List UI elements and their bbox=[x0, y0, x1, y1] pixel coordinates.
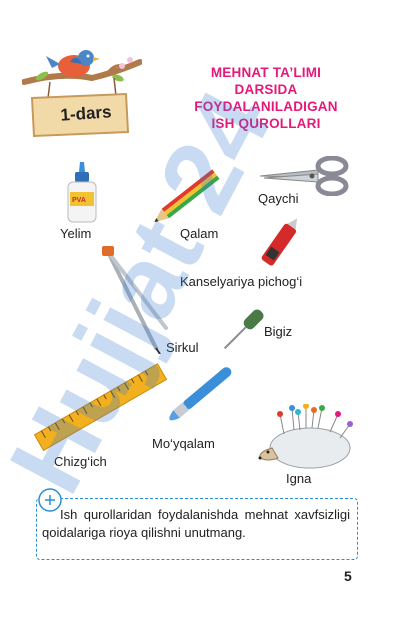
pincushion-hedgehog-icon bbox=[258, 404, 353, 469]
paintbrush-icon bbox=[169, 367, 232, 421]
lesson-badge-illustration bbox=[22, 50, 142, 138]
scissors-icon bbox=[259, 156, 349, 196]
awl-icon bbox=[223, 309, 264, 350]
glue-bottle-icon bbox=[67, 162, 97, 223]
label-qaychi: Qaychi bbox=[258, 191, 299, 206]
title-line-2: DARSIDA bbox=[234, 82, 298, 97]
page-title: MEHNAT TA’LIMI DARSIDA FOYDALANILADIGAN … bbox=[166, 64, 366, 132]
label-igna: Igna bbox=[286, 471, 312, 486]
label-yelim: Yelim bbox=[60, 226, 92, 241]
label-bigiz: Bigiz bbox=[264, 324, 293, 339]
ruler-icon bbox=[33, 363, 168, 452]
safety-note-box bbox=[36, 498, 358, 560]
pva-label: PVA bbox=[72, 197, 86, 204]
title-line-4: ISH QUROLLARI bbox=[211, 116, 321, 131]
safety-note-text: Ish qurollaridan foydalanishda mehnat xa… bbox=[42, 507, 350, 540]
pencil-icon bbox=[154, 169, 220, 223]
label-pichoq: Kanselyariya pichog‘i bbox=[180, 274, 303, 289]
label-moyqalam: Mo‘yqalam bbox=[152, 436, 215, 451]
label-sirkul: Sirkul bbox=[166, 340, 199, 355]
label-qalam: Qalam bbox=[180, 226, 219, 241]
title-line-1: MEHNAT TA’LIMI bbox=[210, 65, 322, 80]
page-number: 5 bbox=[344, 568, 352, 584]
utility-knife-icon bbox=[261, 218, 298, 266]
label-chizgich: Chizg‘ich bbox=[54, 454, 107, 469]
compass-icon bbox=[102, 246, 168, 354]
note-marker-icon bbox=[38, 488, 62, 512]
title-line-3: FOYDALANILADIGAN bbox=[194, 99, 338, 114]
